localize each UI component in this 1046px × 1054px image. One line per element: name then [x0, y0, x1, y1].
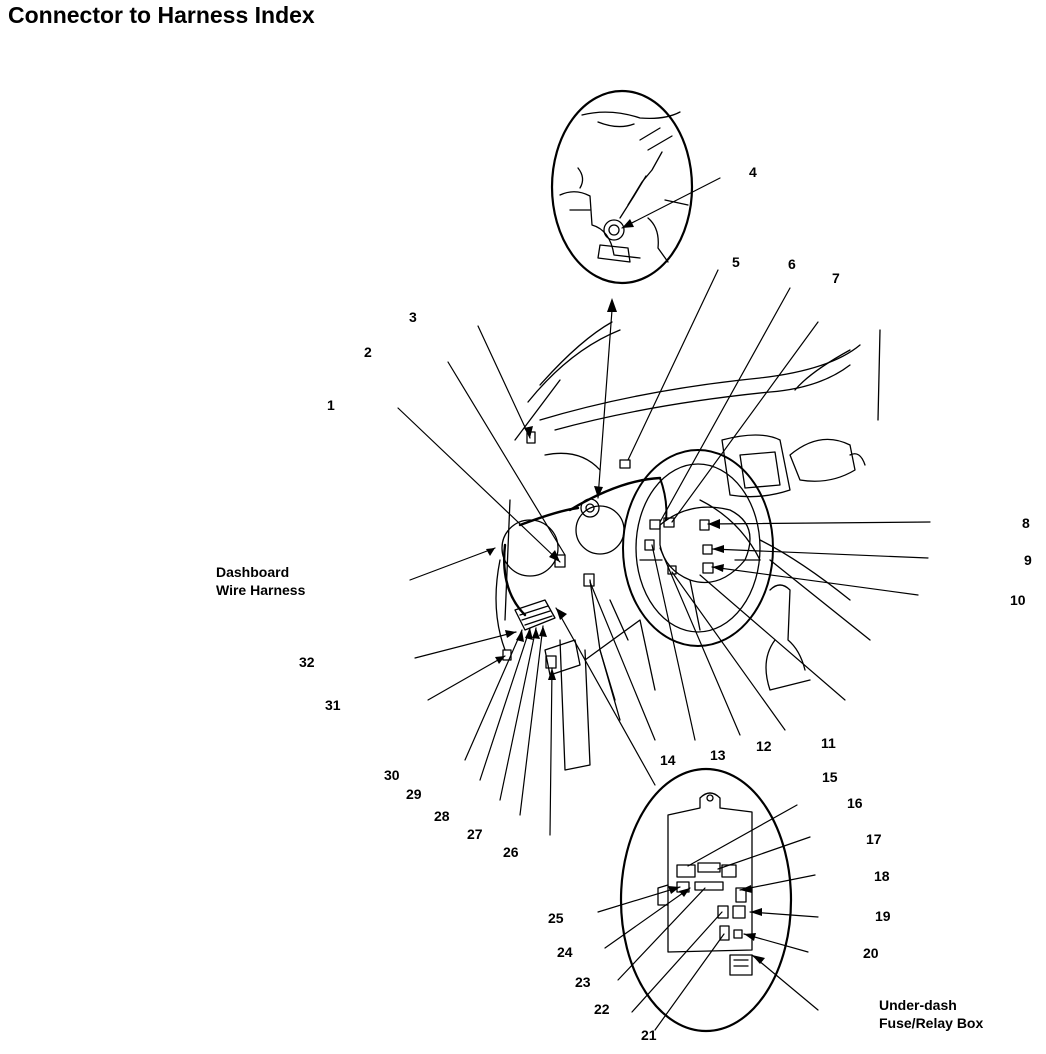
callout-32: 32 — [299, 654, 315, 670]
callout-8: 8 — [1022, 515, 1030, 531]
leader-lines — [397, 177, 931, 1031]
callout-9: 9 — [1024, 552, 1032, 568]
callout-21: 21 — [641, 1027, 657, 1043]
dashboard-label-line1: Dashboard — [216, 564, 290, 580]
callout-30: 30 — [384, 767, 400, 783]
fuse-box-label-line1: Under-dash — [879, 997, 957, 1013]
callout-19: 19 — [875, 908, 891, 924]
callout-17: 17 — [866, 831, 882, 847]
detail-inset — [550, 89, 694, 285]
callout-4: 4 — [749, 164, 757, 180]
callout-1: 1 — [327, 397, 335, 413]
fuse-box-inset — [619, 767, 793, 1033]
callout-22: 22 — [594, 1001, 610, 1017]
callout-3: 3 — [409, 309, 417, 325]
callout-13: 13 — [710, 747, 726, 763]
callout-27: 27 — [467, 826, 483, 842]
callout-2: 2 — [364, 344, 372, 360]
callout-12: 12 — [756, 738, 772, 754]
callout-23: 23 — [575, 974, 591, 990]
arrowheads — [486, 219, 765, 964]
page-title: Connector to Harness Index — [8, 2, 315, 28]
callout-20: 20 — [863, 945, 879, 961]
dashboard-drawing — [495, 321, 881, 771]
callout-29: 29 — [406, 786, 422, 802]
dashboard-wire-harness-label: Dashboard Wire Harness — [216, 563, 305, 599]
callout-25: 25 — [548, 910, 564, 926]
callout-15: 15 — [822, 769, 838, 785]
callout-6: 6 — [788, 256, 796, 272]
callout-10: 10 — [1010, 592, 1026, 608]
callout-5: 5 — [732, 254, 740, 270]
callout-7: 7 — [832, 270, 840, 286]
fuse-relay-box-label: Under-dash Fuse/Relay Box — [879, 996, 983, 1032]
callout-26: 26 — [503, 844, 519, 860]
callout-11: 11 — [821, 735, 836, 751]
dashboard-label-line2: Wire Harness — [216, 582, 306, 598]
callout-24: 24 — [557, 944, 573, 960]
fuse-box-label-line2: Fuse/Relay Box — [879, 1015, 984, 1031]
callout-18: 18 — [874, 868, 890, 884]
callout-28: 28 — [434, 808, 450, 824]
callout-31: 31 — [325, 697, 341, 713]
callout-16: 16 — [847, 795, 863, 811]
callout-14: 14 — [660, 752, 676, 768]
